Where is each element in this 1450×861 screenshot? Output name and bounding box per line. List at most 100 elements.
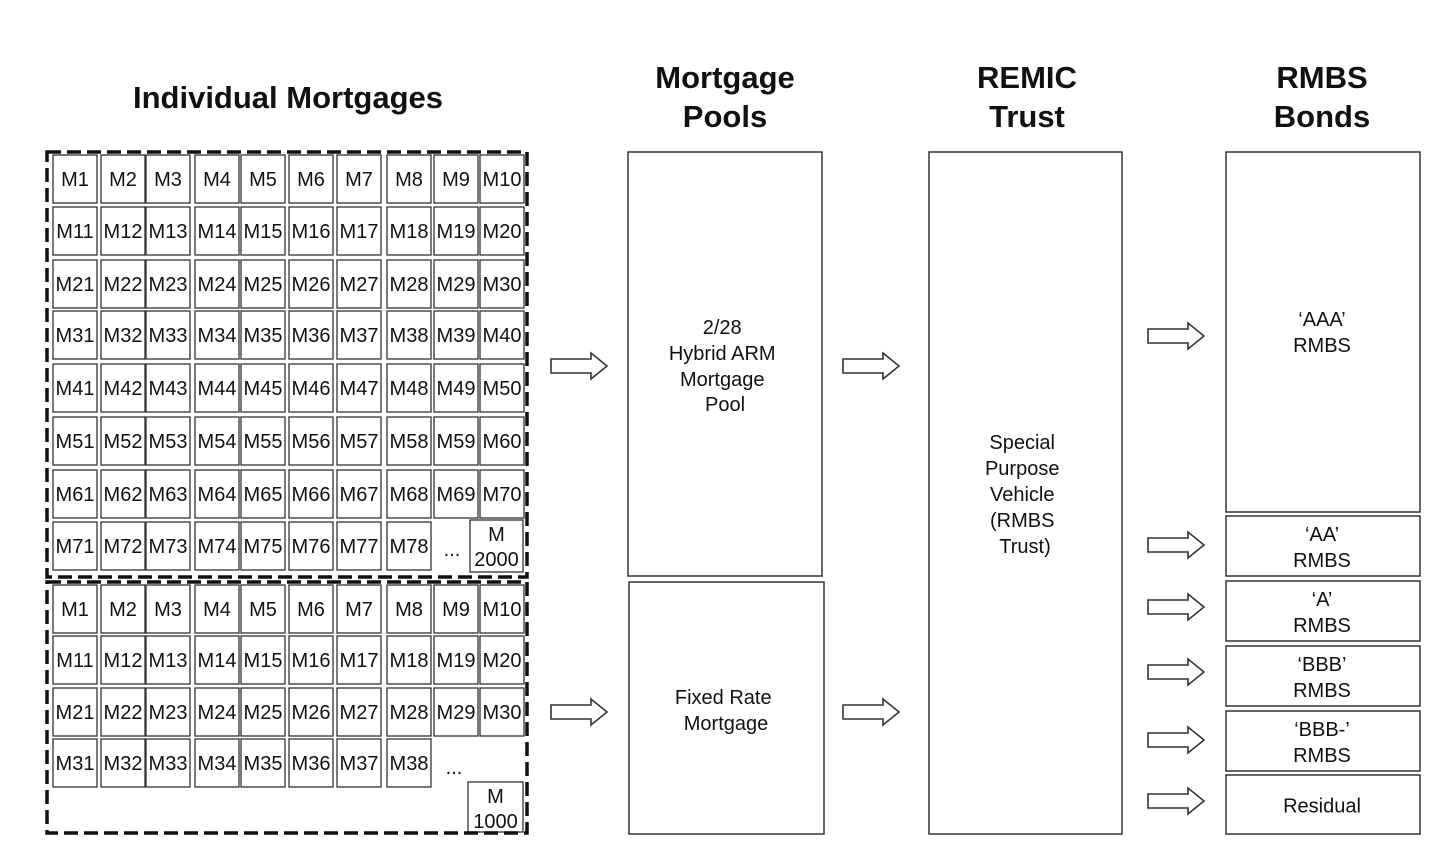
mortgage-cell <box>52 738 98 788</box>
ellipsis: ... <box>446 757 463 779</box>
mortgage-label: M26 <box>292 274 331 296</box>
mortgage-cell <box>288 635 334 685</box>
mortgage-cell <box>52 310 98 360</box>
mortgage-cell <box>100 521 146 571</box>
mortgage-cell <box>145 259 191 309</box>
mortgage-cell <box>288 469 334 519</box>
flow-arrow <box>842 351 901 381</box>
mortgage-cell <box>100 206 146 256</box>
mortgage-label: M72 <box>104 536 143 558</box>
mortgage-cell <box>433 310 479 360</box>
mortgage-label: M49 <box>437 378 476 400</box>
mortgage-label: M17 <box>340 650 379 672</box>
mortgage-cell <box>52 635 98 685</box>
mortgage-cell <box>479 469 525 519</box>
mortgage-label: M29 <box>437 702 476 724</box>
mortgage-label: M21 <box>56 274 95 296</box>
mortgage-cell <box>100 154 146 204</box>
mortgage-label: M3 <box>154 169 182 191</box>
mortgage-label: M26 <box>292 702 331 724</box>
mortgage-cell <box>52 521 98 571</box>
mortgage-cell <box>479 154 525 204</box>
mortgage-cell <box>145 521 191 571</box>
fixed-pool-label: Fixed Rate Mortgage <box>675 687 777 735</box>
mortgage-cell <box>433 584 479 634</box>
mortgage-cell <box>288 310 334 360</box>
mortgage-label: M67 <box>340 484 379 506</box>
mortgage-cell <box>240 738 286 788</box>
mortgage-label: M50 <box>483 378 522 400</box>
mortgage-label: M25 <box>244 274 283 296</box>
mortgage-label: M1 <box>61 169 89 191</box>
mortgage-cell <box>288 206 334 256</box>
mortgage-cell <box>240 310 286 360</box>
title-individual-mortgages: Individual Mortgages <box>133 80 443 115</box>
tranche-label: ‘AAA’RMBS <box>1293 309 1351 357</box>
tranche-label: ‘A’RMBS <box>1293 589 1351 637</box>
mortgage-label: M68 <box>390 484 429 506</box>
mortgage-label: M23 <box>149 274 188 296</box>
mortgage-cell <box>288 154 334 204</box>
mortgage-label: M24 <box>198 274 237 296</box>
mortgage-cell <box>194 469 240 519</box>
mortgage-cell <box>288 687 334 737</box>
flow-arrow <box>550 351 609 381</box>
mortgage-cell <box>386 521 432 571</box>
flow-arrow <box>1147 592 1206 622</box>
mortgage-label: M59 <box>437 431 476 453</box>
mortgage-label: M14 <box>198 221 237 243</box>
mortgage-label: M55 <box>244 431 283 453</box>
mortgage-label: M71 <box>56 536 95 558</box>
mortgage-label: M4 <box>203 599 231 621</box>
mortgage-cell <box>288 738 334 788</box>
mortgage-cell <box>288 259 334 309</box>
mortgage-cell <box>100 259 146 309</box>
mortgage-label: M21 <box>56 702 95 724</box>
mortgage-label: M27 <box>340 702 379 724</box>
mortgage-cell <box>194 310 240 360</box>
mortgage-label: M75 <box>244 536 283 558</box>
mortgage-label: M2 <box>109 169 137 191</box>
mortgage-label: M16 <box>292 221 331 243</box>
mortgage-label: M12 <box>104 650 143 672</box>
mortgage-label: M19 <box>437 650 476 672</box>
mortgage-label: M69 <box>437 484 476 506</box>
mortgage-label: M17 <box>340 221 379 243</box>
mortgage-label: M8 <box>395 599 423 621</box>
mortgage-label: M7 <box>345 599 373 621</box>
flow-arrows <box>550 321 1206 816</box>
tranche-box <box>1225 515 1421 577</box>
ellipsis: ... <box>444 539 461 561</box>
mortgage-cell <box>433 259 479 309</box>
last-mortgage-cell <box>469 519 524 573</box>
mortgage-cell <box>336 206 382 256</box>
mortgage-label: M31 <box>56 753 95 775</box>
mortgage-label: M23 <box>149 702 188 724</box>
mortgage-label: M74 <box>198 536 237 558</box>
mortgage-label: M11 <box>56 221 93 243</box>
mortgage-label: M29 <box>437 274 476 296</box>
mortgage-cell <box>240 206 286 256</box>
mortgage-cell <box>100 310 146 360</box>
mortgage-label: M33 <box>149 325 188 347</box>
mortgage-cell <box>52 469 98 519</box>
mortgage-label: M61 <box>56 484 95 506</box>
mortgage-cell <box>240 259 286 309</box>
mortgage-label: M53 <box>149 431 188 453</box>
mortgage-cell <box>52 416 98 466</box>
remic-trust-box <box>928 151 1123 835</box>
mortgage-cell <box>433 687 479 737</box>
mortgage-cell <box>52 206 98 256</box>
mortgage-cell <box>479 687 525 737</box>
mortgage-label: M65 <box>244 484 283 506</box>
mortgage-cell <box>336 363 382 413</box>
mortgage-label: M58 <box>390 431 429 453</box>
mortgage-label: M66 <box>292 484 331 506</box>
arm-pool-box <box>627 151 823 577</box>
mortgage-label: M28 <box>390 274 429 296</box>
mortgage-cell <box>194 363 240 413</box>
mortgage-cell <box>479 206 525 256</box>
mortgage-label: M3 <box>154 599 182 621</box>
